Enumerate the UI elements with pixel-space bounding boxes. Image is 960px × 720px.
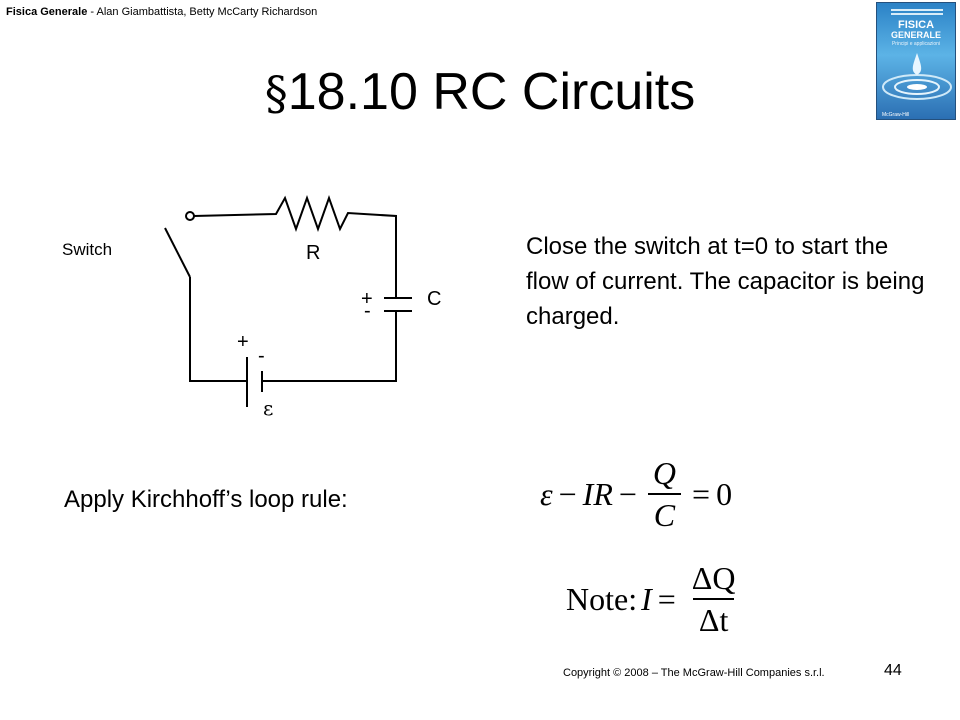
book-authors: Alan Giambattista, Betty McCarty Richard…	[96, 6, 318, 18]
resistor-label: R	[306, 242, 321, 264]
emf-label: ε	[263, 396, 274, 420]
eq1-minus: −	[618, 475, 637, 512]
top-wire-with-resistor	[193, 195, 397, 298]
eq1-emf: ε	[540, 475, 553, 512]
section-symbol: §	[264, 66, 288, 120]
switch-contact	[185, 211, 195, 221]
eq2-equals: =	[657, 580, 676, 617]
book-cover-image: FISICA GENERALE Principi e applicazioni …	[876, 2, 956, 120]
eq1-equals: =	[692, 475, 711, 512]
eq2-fraction: ΔQ Δt	[686, 560, 742, 638]
eq2-prefix: Note:	[566, 580, 638, 617]
battery-minus-sign: -	[258, 345, 265, 367]
water-drop-icon	[882, 53, 952, 100]
eq1-fraction: Q C	[647, 455, 682, 533]
capacitor-plus-sign: +	[361, 288, 373, 310]
book-title: Fisica Generale	[6, 6, 88, 18]
page-number: 44	[884, 662, 902, 679]
switch-label: Switch	[62, 240, 113, 259]
header: Fisica Generale - Alan Giambattista, Bet…	[6, 6, 317, 18]
kirchhoff-equation: ε − IR − Q C = 0	[540, 455, 732, 533]
cover-title-line2: GENERALE	[890, 30, 941, 40]
copyright-footer: Copyright © 2008 – The McGraw-Hill Compa…	[563, 667, 825, 679]
capacitor-label: C	[427, 288, 442, 310]
battery-plus-sign: +	[237, 331, 249, 353]
cover-title-line1: FISICA	[897, 19, 935, 31]
header-separator: -	[87, 6, 97, 18]
cover-subtitle: Principi e applicazioni	[891, 41, 941, 47]
page-title: §18.10 RC Circuits	[0, 62, 960, 123]
kirchhoff-label: Apply Kirchhoff’s loop rule:	[64, 486, 348, 513]
open-switch-blade	[164, 227, 191, 278]
cover-publisher: McGraw-Hill	[882, 112, 910, 118]
page-title-text: 18.10 RC Circuits	[287, 63, 696, 121]
eq1-minus: −	[558, 475, 577, 512]
eq1-ir: IR	[582, 475, 613, 512]
eq1-rhs: 0	[716, 475, 733, 512]
current-equation: Note: I = ΔQ Δt	[566, 560, 745, 638]
right-bottom-wire	[262, 311, 397, 382]
eq2-denominator: Δt	[692, 598, 735, 638]
eq2-var: I	[641, 580, 652, 617]
eq1-denominator: C	[647, 493, 682, 533]
eq1-numerator: Q	[652, 455, 677, 491]
capacitor-minus-sign: -	[364, 300, 371, 322]
left-wire	[189, 277, 247, 382]
cover-author-line	[891, 13, 943, 15]
description-text: Close the switch at t=0 to start the flo…	[526, 233, 925, 330]
cover-author-line	[891, 9, 943, 11]
eq2-numerator: ΔQ	[691, 560, 736, 596]
